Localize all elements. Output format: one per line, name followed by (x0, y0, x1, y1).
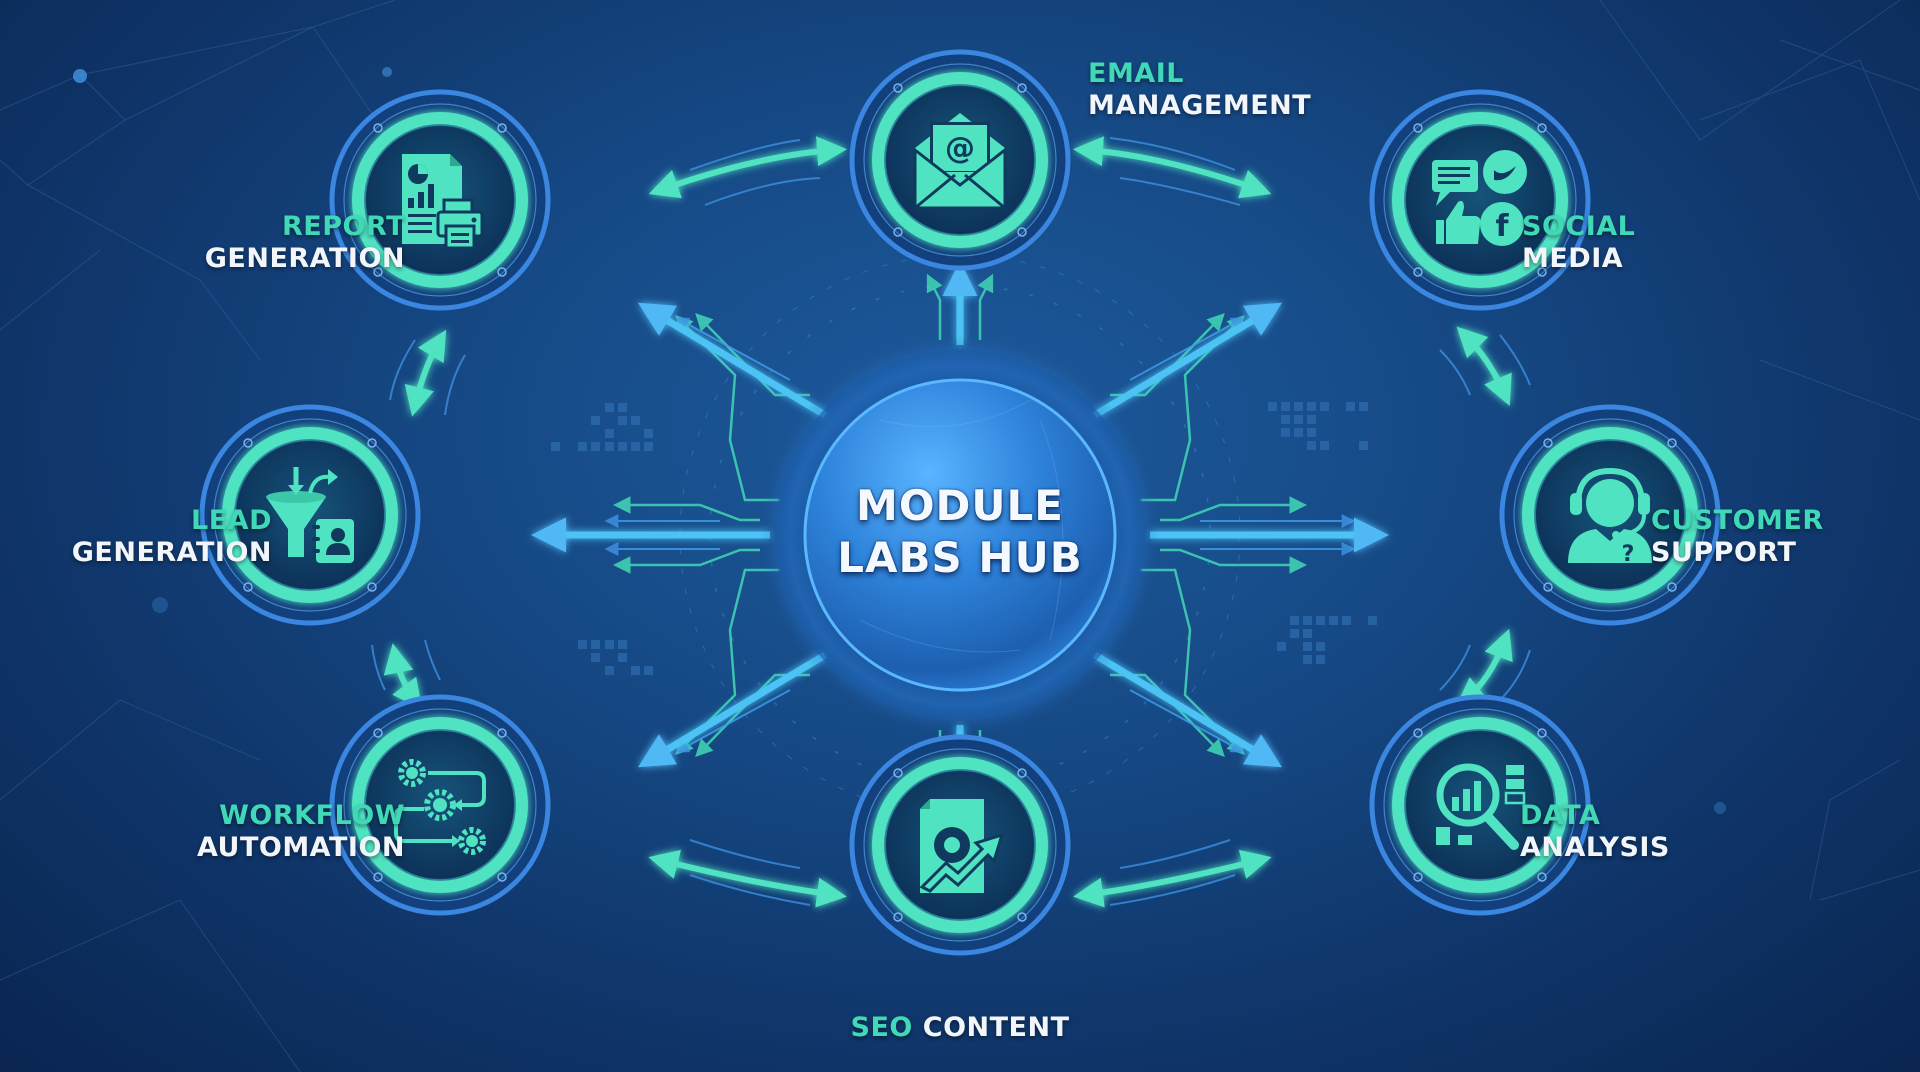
document-gear-growth-icon (919, 799, 1005, 893)
node-support[interactable]: ? (1502, 407, 1718, 623)
label-data: DATA ANALYSIS (1520, 800, 1670, 864)
gears-flow-icon (394, 759, 486, 855)
svg-text:?: ? (1622, 542, 1635, 567)
label-lead-accent: LEAD (191, 505, 272, 536)
label-data-title: ANALYSIS (1520, 832, 1670, 863)
headset-agent-icon: ? (1568, 467, 1652, 567)
label-email-accent: EMAIL (1088, 58, 1184, 89)
label-report-accent: REPORT (282, 211, 405, 242)
label-report: REPORT GENERATION (100, 211, 405, 275)
label-email: EMAIL MANAGEMENT (1088, 58, 1311, 122)
label-lead: LEAD GENERATION (0, 505, 272, 569)
funnel-contact-icon (266, 467, 354, 563)
node-report[interactable] (332, 92, 548, 308)
label-workflow-title: AUTOMATION (196, 832, 405, 863)
report-printer-icon (402, 154, 484, 250)
label-seo-accent: SEO (850, 1012, 913, 1043)
label-lead-title: GENERATION (71, 537, 272, 568)
hub-title-line2: LABS HUB (837, 533, 1083, 582)
label-workflow-accent: WORKFLOW (219, 800, 405, 831)
node-seo[interactable] (852, 737, 1068, 953)
label-email-title: MANAGEMENT (1088, 90, 1312, 121)
svg-text:f: f (1495, 209, 1509, 244)
label-seo-title: CONTENT (922, 1012, 1070, 1043)
label-workflow: WORKFLOW AUTOMATION (100, 800, 405, 864)
node-lead[interactable] (202, 407, 418, 623)
magnifier-chart-icon (1436, 763, 1526, 850)
label-report-title: GENERATION (204, 243, 405, 274)
hub-title[interactable]: MODULE LABS HUB (760, 480, 1160, 584)
label-social: SOCIAL MEDIA (1522, 211, 1635, 275)
node-data[interactable] (1372, 697, 1588, 913)
node-social[interactable]: f (1372, 92, 1588, 308)
node-email[interactable]: @ (852, 52, 1068, 268)
label-support-accent: CUSTOMER (1651, 505, 1824, 536)
label-data-accent: DATA (1520, 800, 1601, 831)
label-seo: SEO CONTENT (760, 1012, 1160, 1044)
label-support-title: SUPPORT (1651, 537, 1797, 568)
node-workflow[interactable] (332, 697, 548, 913)
label-social-title: MEDIA (1522, 243, 1624, 274)
svg-text:@: @ (945, 131, 975, 166)
social-media-icon: f (1432, 150, 1527, 246)
label-social-accent: SOCIAL (1522, 211, 1636, 242)
envelope-at-icon: @ (913, 113, 1007, 210)
label-support: CUSTOMER SUPPORT (1651, 505, 1824, 569)
hub-title-line1: MODULE (856, 481, 1064, 530)
